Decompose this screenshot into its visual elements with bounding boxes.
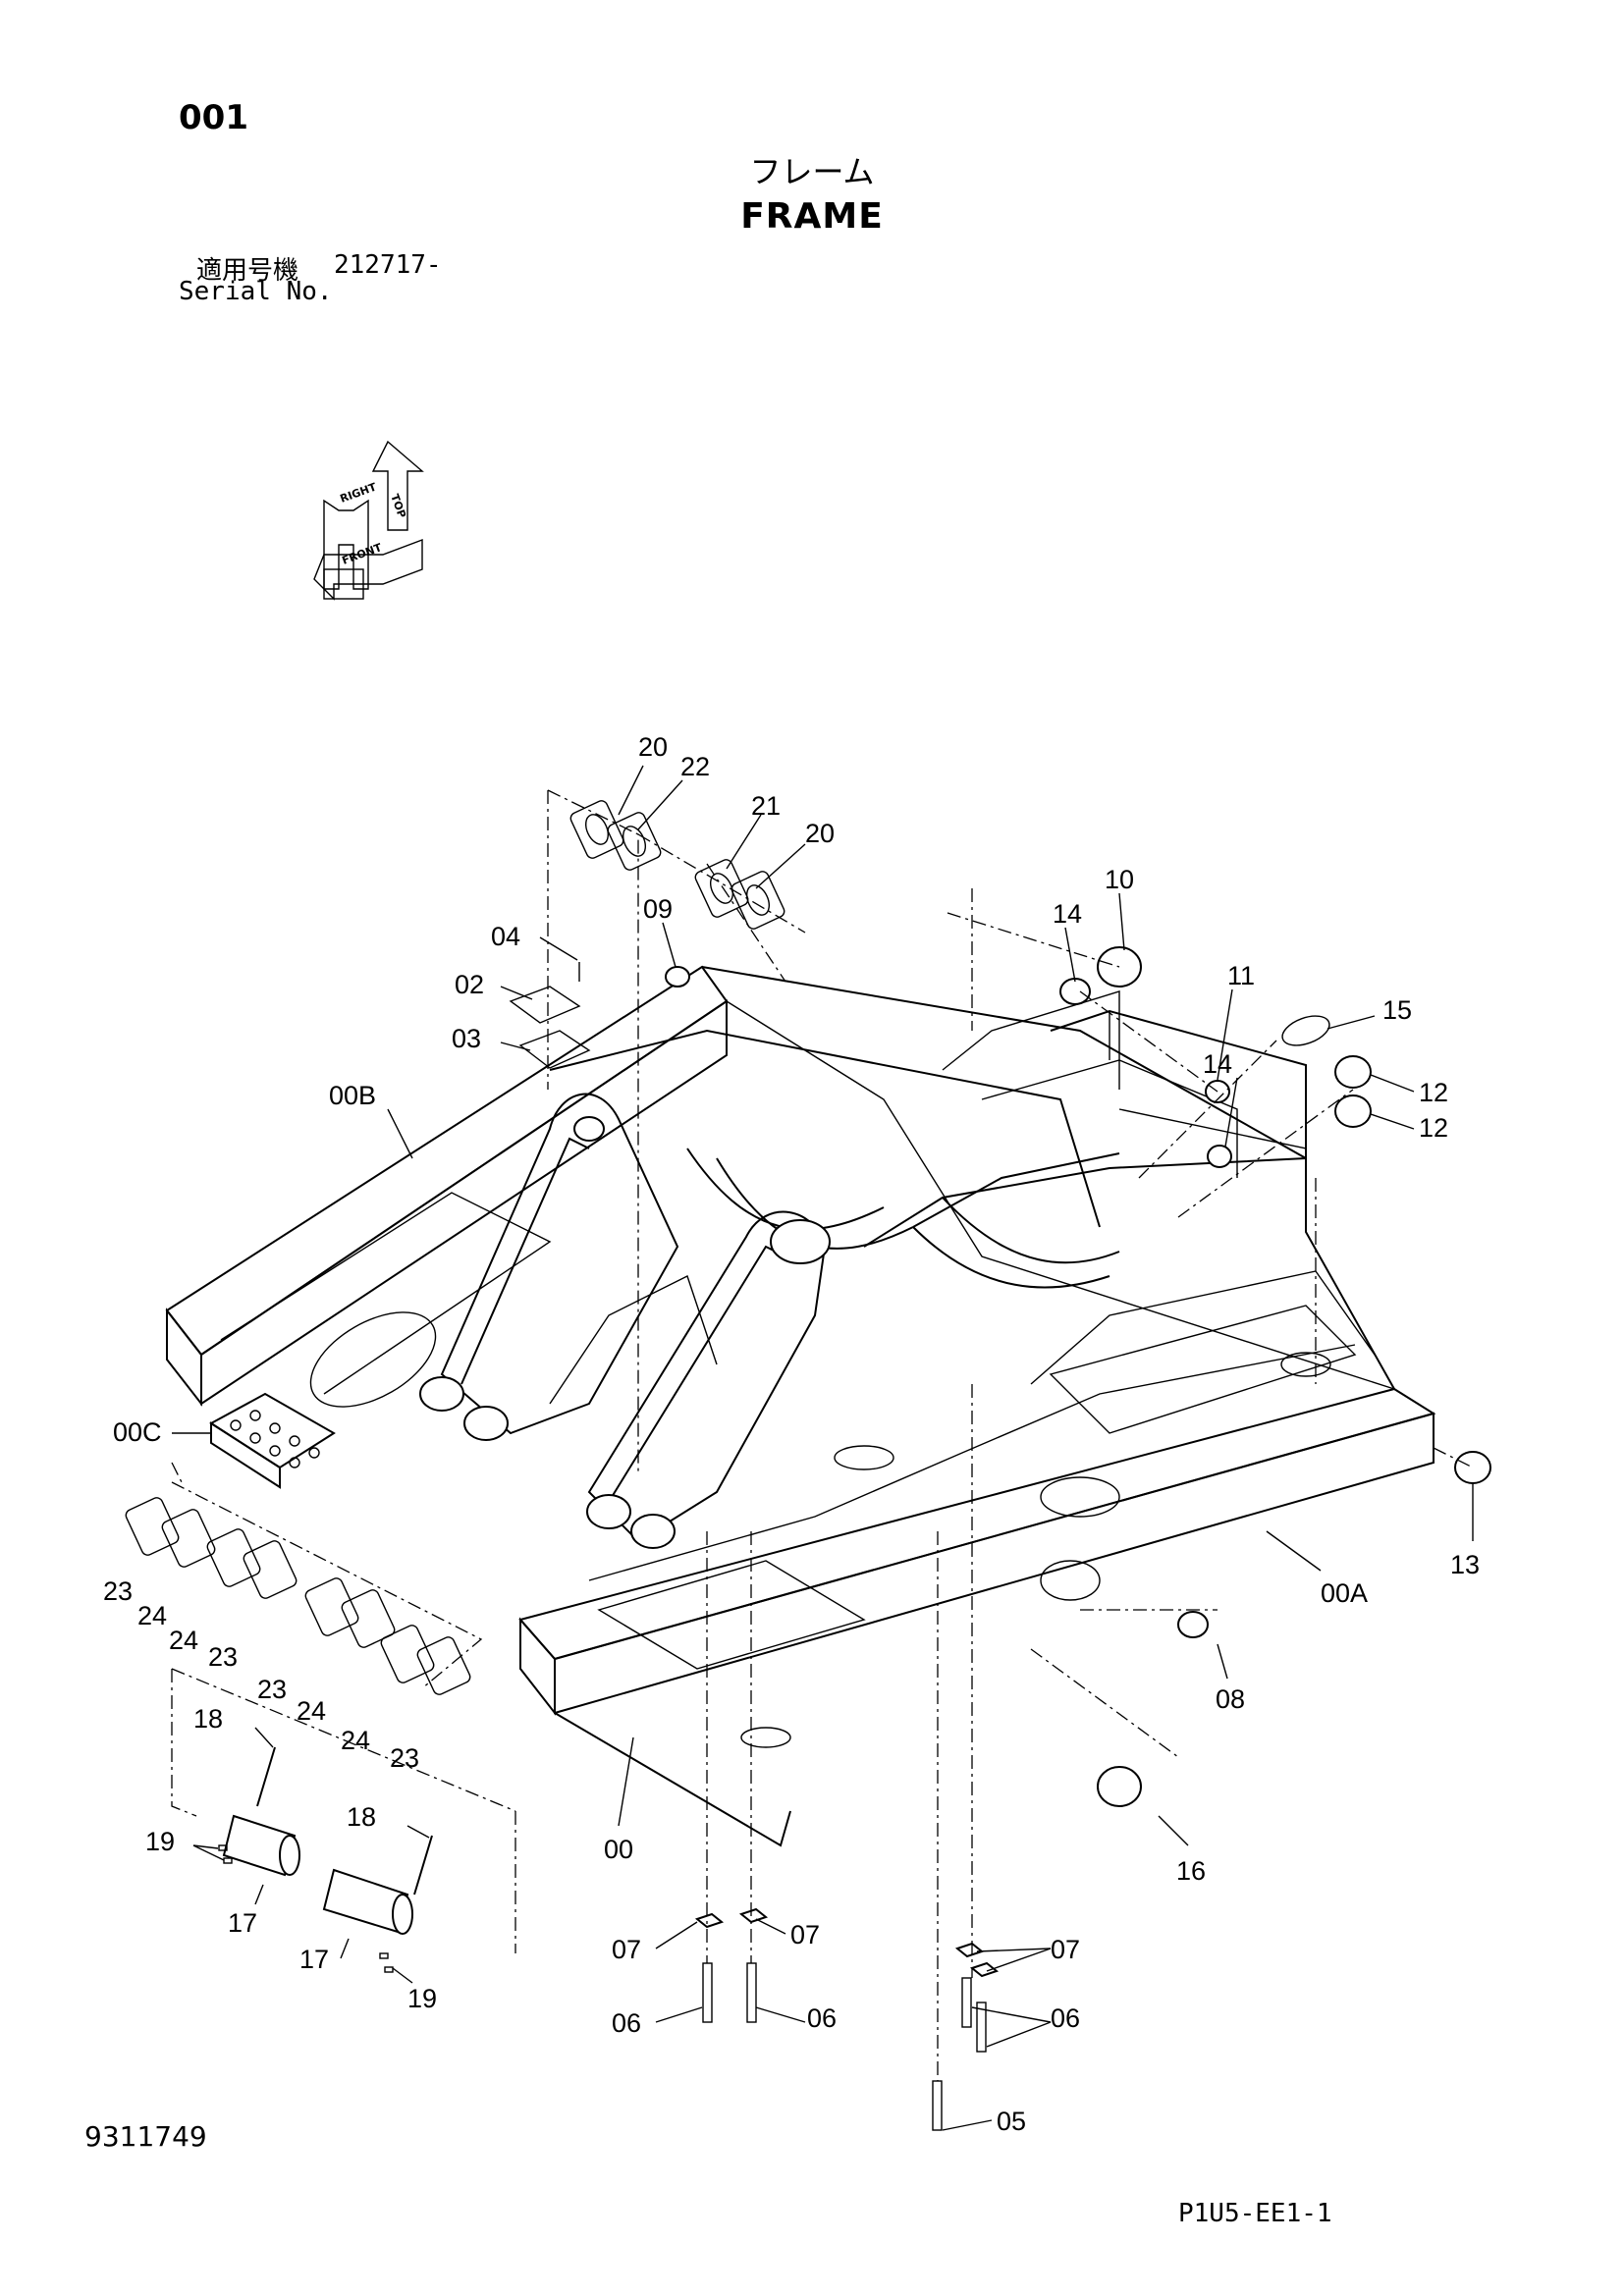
callout-label: 22 bbox=[680, 752, 710, 781]
title-japanese: フレーム bbox=[749, 153, 875, 190]
callout-label: 23 bbox=[390, 1743, 419, 1773]
callout-label: 07 bbox=[790, 1920, 820, 1949]
leader-lines bbox=[172, 765, 1474, 2131]
callout-label: 23 bbox=[257, 1675, 287, 1704]
callout-label: 00B bbox=[329, 1081, 376, 1110]
callout-label: 12 bbox=[1419, 1078, 1448, 1107]
page-number: 001 bbox=[179, 98, 248, 137]
callout-label: 00 bbox=[604, 1835, 633, 1864]
callout-label: 24 bbox=[169, 1626, 198, 1655]
callout-label: 23 bbox=[208, 1642, 238, 1672]
serial-label-japanese: 適用号機 bbox=[196, 256, 299, 286]
callout-label: 00A bbox=[1321, 1578, 1368, 1608]
callout-label: 24 bbox=[137, 1601, 167, 1630]
orientation-indicator: TOP RIGHT FRONT bbox=[313, 440, 424, 601]
callout-label: 17 bbox=[228, 1908, 257, 1938]
sheet-code: P1U5-EE1-1 bbox=[1178, 2199, 1332, 2228]
callout-label: 10 bbox=[1105, 865, 1134, 894]
orientation-top-label: TOP bbox=[388, 493, 408, 520]
serial-label-english: Serial No. bbox=[179, 277, 333, 306]
callout-label: 15 bbox=[1382, 995, 1412, 1025]
bolts bbox=[694, 1907, 1000, 2131]
callout-label: 19 bbox=[407, 1984, 437, 2013]
callout-label: 06 bbox=[1051, 2003, 1080, 2033]
callout-label: 14 bbox=[1053, 899, 1082, 929]
callout-label: 03 bbox=[452, 1024, 481, 1053]
callout-label: 06 bbox=[612, 2008, 641, 2038]
shim-plates-top bbox=[569, 800, 785, 930]
callout-label: 20 bbox=[805, 819, 835, 848]
callout-label: 24 bbox=[341, 1726, 370, 1755]
title-english: FRAME bbox=[740, 196, 884, 237]
shim-plates-lower bbox=[125, 1497, 471, 1695]
callout-label: 18 bbox=[347, 1802, 376, 1832]
callout-label: 14 bbox=[1203, 1049, 1232, 1079]
callout-label: 16 bbox=[1176, 1856, 1206, 1886]
callout-label: 05 bbox=[997, 2107, 1026, 2136]
callout-label: 09 bbox=[643, 894, 673, 924]
callout-label: 11 bbox=[1227, 961, 1255, 990]
callout-label: 17 bbox=[299, 1945, 329, 1974]
document-number: 9311749 bbox=[84, 2120, 207, 2153]
callout-label: 06 bbox=[807, 2003, 837, 2033]
callout-labels: 20 22 21 20 04 09 02 03 14 10 11 15 14 1… bbox=[103, 732, 1480, 2136]
callout-label: 18 bbox=[193, 1704, 223, 1734]
callout-label: 13 bbox=[1450, 1550, 1480, 1579]
exploded-view-lines bbox=[171, 789, 1474, 2081]
callout-label: 12 bbox=[1419, 1113, 1448, 1143]
callout-label: 04 bbox=[491, 922, 520, 951]
callout-label: 20 bbox=[638, 732, 668, 762]
callout-label: 23 bbox=[103, 1576, 133, 1606]
callout-label: 02 bbox=[455, 970, 484, 999]
serial-number-value: 212717- bbox=[334, 250, 442, 280]
callout-label: 24 bbox=[297, 1696, 326, 1726]
orientation-right-label: RIGHT bbox=[339, 480, 379, 505]
callout-label: 07 bbox=[1051, 1935, 1080, 1964]
callout-label: 21 bbox=[751, 791, 781, 821]
callout-label: 08 bbox=[1216, 1684, 1245, 1714]
callout-label: 00C bbox=[113, 1417, 162, 1447]
callout-label: 19 bbox=[145, 1827, 175, 1856]
boom-pins bbox=[218, 1746, 433, 1973]
callout-label: 07 bbox=[612, 1935, 641, 1964]
